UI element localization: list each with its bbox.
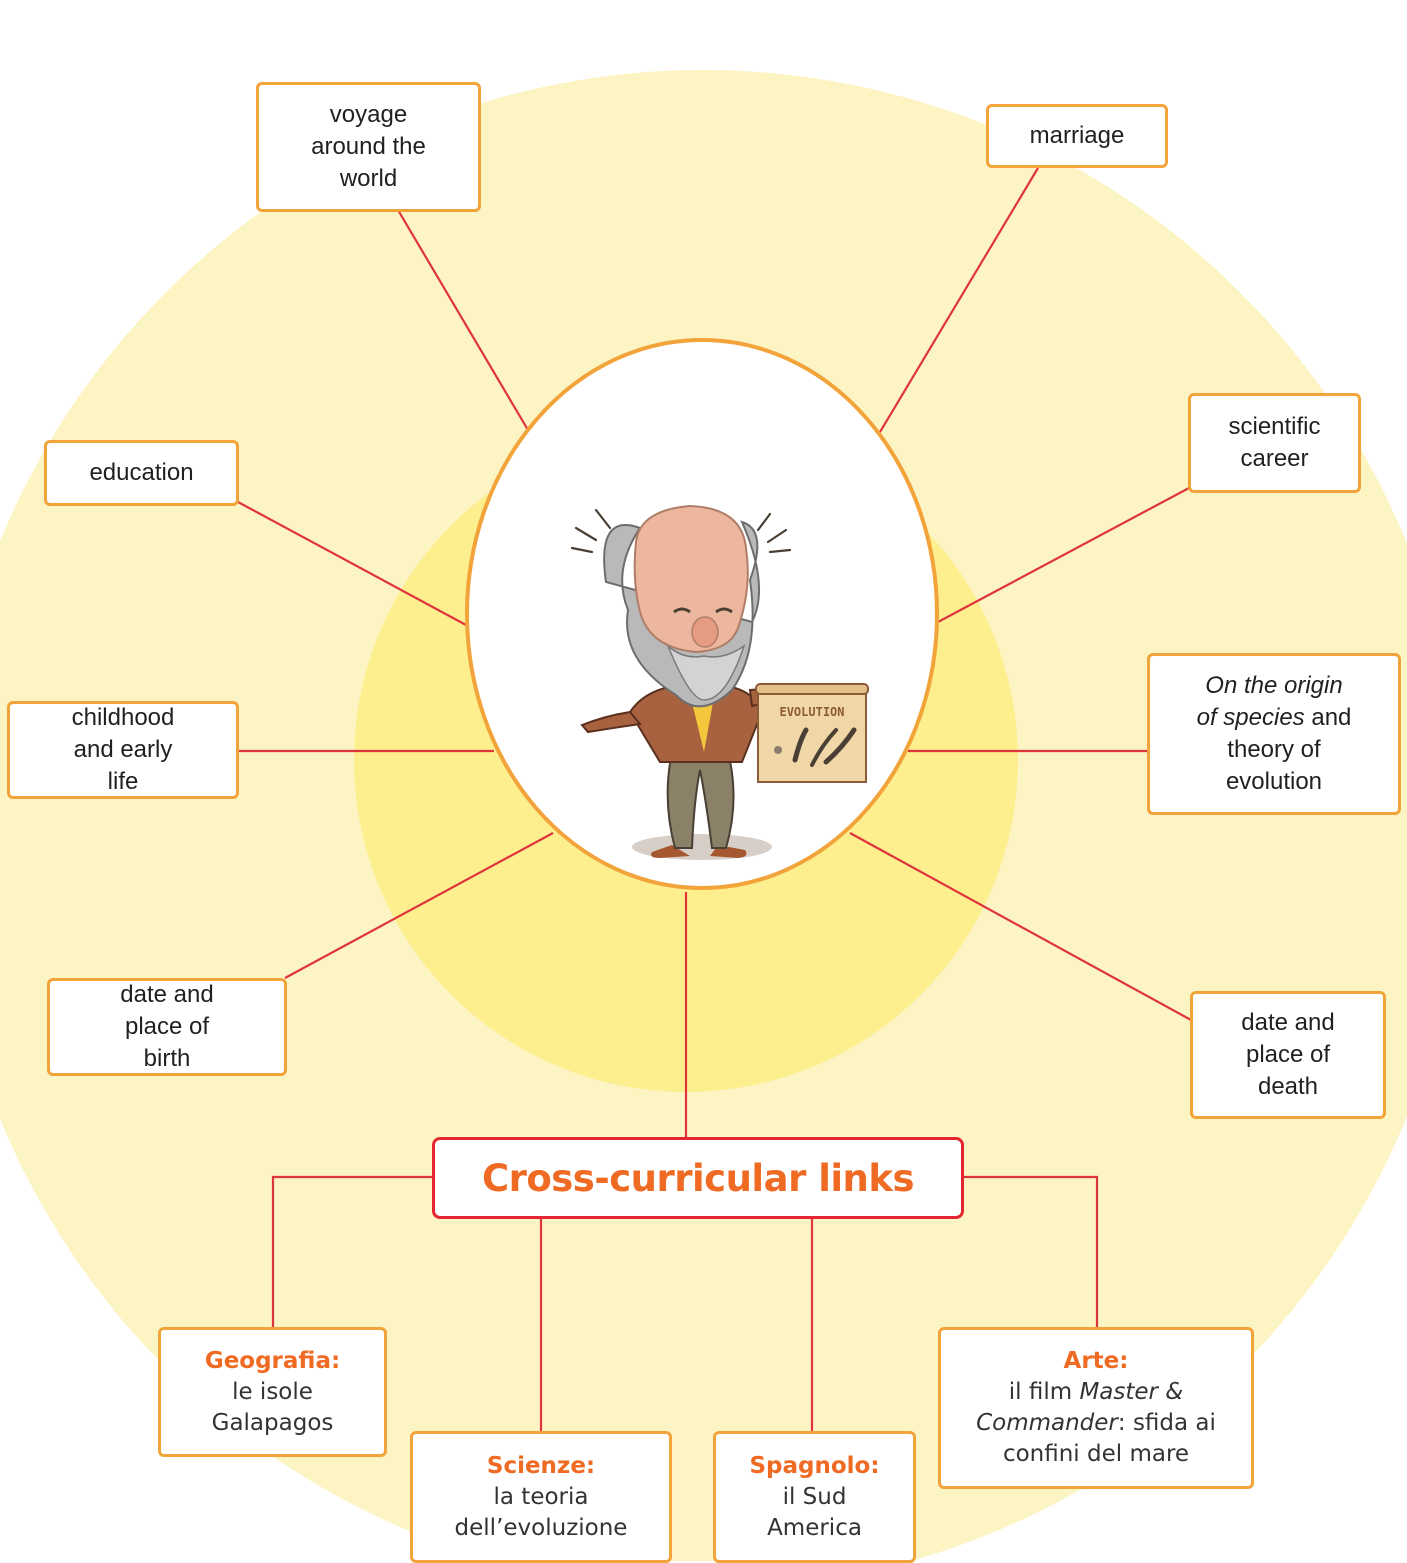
connector-scientific-career	[937, 487, 1190, 623]
subject-text: dell’evoluzione	[454, 1514, 628, 1541]
topic-line: evolution	[1225, 768, 1323, 795]
topic-line: voyage	[329, 101, 408, 128]
connector-voyage	[397, 209, 529, 431]
topic-voyage-around-the-world: voyage around the world	[256, 82, 481, 212]
topic-line: place of	[124, 1013, 210, 1040]
connector-education	[237, 501, 467, 626]
topic-line: death	[1257, 1073, 1319, 1100]
topic-line: On the origin	[1205, 672, 1343, 699]
topic-line: childhood	[71, 704, 175, 731]
film-title-part: Commander	[976, 1410, 1118, 1436]
connector-death	[849, 832, 1192, 1021]
subject-text: il Sud	[782, 1483, 847, 1510]
connector-birth	[284, 832, 554, 979]
subject-text: le isole	[232, 1378, 313, 1405]
topic-line: career	[1240, 445, 1309, 472]
book-title-part: of species	[1196, 704, 1305, 731]
film-title-part: Master &	[1079, 1379, 1184, 1405]
subject-text-part: : sfida ai	[1117, 1410, 1216, 1436]
subject-label: Spagnolo:	[749, 1452, 880, 1479]
topic-childhood-and-early-life: childhood and early life	[7, 701, 239, 799]
topic-line: birth	[143, 1045, 191, 1072]
topic-line: scientific	[1228, 413, 1321, 440]
topic-education: education	[44, 440, 239, 506]
cross-curricular-title: Cross-curricular links	[432, 1137, 964, 1219]
cross-link-geografia: Geografia: le isole Galapagos	[158, 1327, 387, 1457]
connector-lines	[237, 167, 1192, 1432]
topic-line: of species and	[1197, 702, 1352, 734]
connector-marriage	[879, 167, 1039, 433]
subject-text: Galapagos	[211, 1409, 334, 1436]
topic-line: marriage	[1029, 122, 1125, 149]
subject-label: Scienze:	[486, 1452, 596, 1479]
topic-line: place of	[1245, 1041, 1331, 1068]
topic-line: and early	[73, 736, 173, 763]
subject-label: Arte:	[1063, 1348, 1129, 1374]
topic-date-and-place-of-death: date and place of death	[1190, 991, 1386, 1119]
topic-line: education	[89, 459, 194, 486]
cross-link-scienze: Scienze: la teoria dell’evoluzione	[410, 1431, 672, 1563]
subject-text: America	[767, 1514, 862, 1541]
connector-arte	[964, 1175, 1099, 1328]
topic-date-and-place-of-birth: date and place of birth	[47, 978, 287, 1076]
topic-line: theory of	[1227, 736, 1321, 763]
subject-text: il film Master &	[1009, 1377, 1183, 1408]
topic-origin-of-species: On the origin of species and theory of e…	[1147, 653, 1401, 815]
subject-text: Commander: sfida ai	[976, 1408, 1216, 1439]
subject-text: confini del mare	[1002, 1441, 1190, 1467]
topic-scientific-career: scientific career	[1188, 393, 1361, 493]
subject-label: Geografia:	[204, 1347, 341, 1374]
topic-line: life	[107, 768, 139, 795]
connector-geografia	[271, 1175, 432, 1328]
topic-text: and	[1304, 704, 1352, 731]
topic-line: date and	[1241, 1009, 1335, 1036]
cross-link-arte: Arte: il film Master & Commander: sfida …	[938, 1327, 1254, 1489]
topic-line: date and	[120, 981, 214, 1008]
topic-marriage: marriage	[986, 104, 1168, 168]
darwin-cartoon-illustration: EVOLUTION	[570, 504, 869, 860]
scroll-label: EVOLUTION	[779, 705, 844, 719]
subject-text: la teoria	[493, 1483, 589, 1510]
topic-line: around the	[311, 133, 426, 160]
cross-link-spagnolo: Spagnolo: il Sud America	[713, 1431, 916, 1563]
subject-text-part: il film	[1008, 1379, 1080, 1405]
topic-line: world	[339, 165, 398, 192]
